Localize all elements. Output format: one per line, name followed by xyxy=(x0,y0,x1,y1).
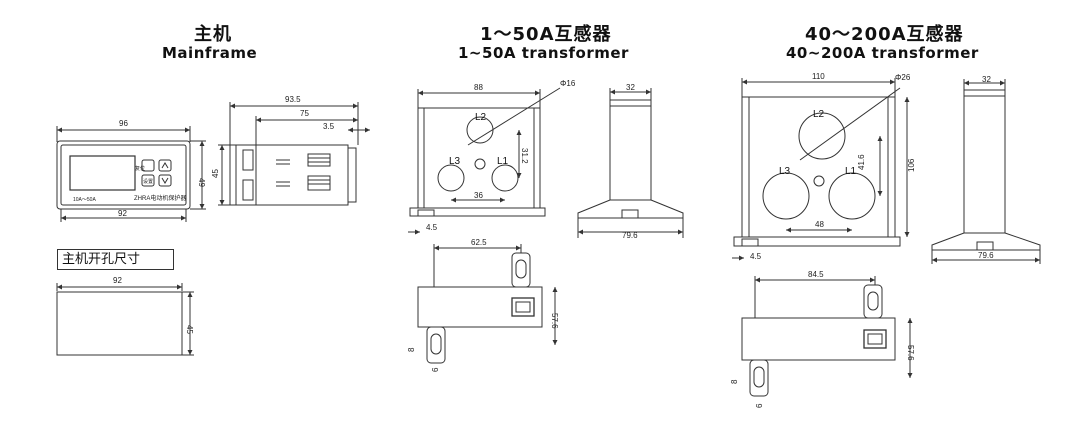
small-ct-top-view: 62.5 57.6 8 6 xyxy=(407,238,559,372)
small-ct-hole-dia: Φ16 xyxy=(560,79,576,88)
large-ct-hole-l1 xyxy=(828,172,876,220)
large-ct-side-view: 32 79.6 xyxy=(931,75,1041,264)
dim-side-tab: 3.5 xyxy=(323,122,335,131)
set-key xyxy=(141,174,155,187)
large-ct-front-view: 110 Φ26 L2 L3 L1 41.6 48 106 4.5 xyxy=(732,72,916,261)
dim-large-side-base: 79.6 xyxy=(978,251,994,260)
large-ct-title-cn: 40～200A互感器 xyxy=(805,24,964,45)
small-ct-label-l3: L3 xyxy=(449,156,461,167)
dim-cutout-width: 92 xyxy=(113,276,122,285)
down-key xyxy=(158,174,172,187)
small-ct-label-l1: L1 xyxy=(497,156,509,167)
dim-large-ct-horiz: 48 xyxy=(815,220,824,229)
large-ct-label-l3: L3 xyxy=(779,166,791,177)
dim-side-length: 93.5 xyxy=(285,95,301,104)
large-ct-hole-l3 xyxy=(762,172,810,220)
dim-large-top-len: 84.5 xyxy=(808,270,824,279)
dim-small-side-base: 79.6 xyxy=(622,231,638,240)
large-ct-hole-l2 xyxy=(798,112,846,160)
dim-small-side-width: 32 xyxy=(626,83,635,92)
dim-small-ct-horiz: 36 xyxy=(474,191,483,200)
dim-large-ct-vert: 41.6 xyxy=(857,154,866,170)
large-ct-title-en: 40~200A transformer xyxy=(786,44,979,62)
dim-mainframe-width: 96 xyxy=(119,119,128,128)
small-ct-hole-l3 xyxy=(437,164,465,192)
large-ct-label-l2: L2 xyxy=(813,109,825,120)
small-ct-hole-l1 xyxy=(491,164,519,192)
large-ct-label-l1: L1 xyxy=(845,166,857,177)
dim-small-slot-w: 6 xyxy=(431,367,440,372)
device-text: ZHRA电动机保护器 xyxy=(134,194,186,202)
reset-key xyxy=(141,159,155,172)
up-key xyxy=(158,159,172,172)
dim-large-side-width: 32 xyxy=(982,75,991,84)
mainframe-side-view: 93.5 75 3.5 45 xyxy=(211,95,370,206)
dim-large-ct-height: 106 xyxy=(907,158,916,172)
large-ct-top-view: 84.5 57.6 8 6 xyxy=(730,270,915,408)
dim-large-top-height: 57.6 xyxy=(906,345,915,361)
mainframe-title-en: Mainframe xyxy=(162,44,258,62)
dim-mainframe-inner: 92 xyxy=(118,209,127,218)
dim-large-ct-width: 110 xyxy=(812,72,825,81)
small-ct-title-cn: 1～50A互感器 xyxy=(480,24,612,45)
dim-cutout-height: 45 xyxy=(185,325,194,334)
range-text: 10A～50A xyxy=(73,197,96,203)
dim-large-slot-h: 8 xyxy=(730,379,739,384)
cutout-label: 主机开孔尺寸 xyxy=(57,249,174,270)
dim-small-ct-foot: 4.5 xyxy=(426,223,438,232)
dim-large-ct-foot: 4.5 xyxy=(750,252,762,261)
dim-small-ct-vert: 31.2 xyxy=(520,148,529,164)
mainframe-front-view: 96 10A～50A ZHRA电动机保护器 复位 设置 92 49 xyxy=(56,119,206,222)
small-ct-label-l2: L2 xyxy=(475,112,487,123)
set-key-label: 设置 xyxy=(143,178,153,185)
dim-side-inner: 75 xyxy=(300,109,309,118)
dim-small-slot-h: 8 xyxy=(407,347,416,352)
dim-small-top-len: 62.5 xyxy=(471,238,487,247)
small-ct-title-en: 1~50A transformer xyxy=(458,44,629,62)
reset-key-label: 复位 xyxy=(135,165,145,172)
dim-small-top-height: 57.6 xyxy=(550,313,559,329)
small-ct-front-view: 88 Φ16 L2 L3 L1 31.2 36 4.5 xyxy=(408,79,576,235)
lcd-display xyxy=(69,155,136,191)
dim-small-ct-width: 88 xyxy=(474,83,483,92)
small-ct-side-view: 32 79.6 xyxy=(577,83,684,240)
dim-side-height: 45 xyxy=(211,169,220,178)
mainframe-title-cn: 主机 xyxy=(194,24,232,45)
dim-large-slot-w: 6 xyxy=(755,403,764,408)
large-ct-hole-dia: Φ26 xyxy=(895,73,911,82)
cutout-drawing: 92 45 xyxy=(56,276,194,356)
dim-mainframe-height: 49 xyxy=(197,178,206,187)
